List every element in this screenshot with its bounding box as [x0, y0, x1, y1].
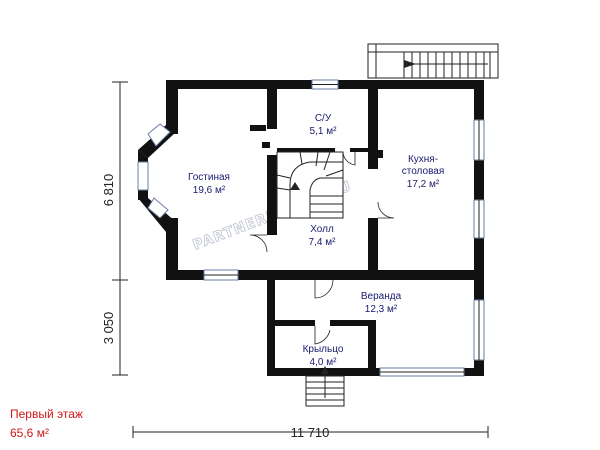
height-veranda-dimension: 3 050: [101, 312, 116, 345]
floor-total-area: 65,6 м²: [10, 426, 49, 440]
porch-steps: [305, 366, 345, 407]
room-veranda-area: 12,3 м²: [365, 304, 398, 315]
door-porch: [314, 326, 331, 345]
room-living-area: 19,6 м²: [193, 185, 226, 196]
interior-stair: [276, 151, 344, 219]
doors: [249, 151, 395, 345]
door-living: [249, 234, 268, 253]
room-kitchen-name-line1: Кухня-: [408, 154, 438, 165]
door-bath: [342, 151, 356, 166]
door-kitchen: [377, 201, 395, 219]
window-bay-upper: [147, 123, 171, 147]
room-bath-area: 5,1 м²: [310, 126, 338, 137]
windows: [137, 79, 485, 377]
window-bay-middle: [137, 161, 149, 191]
room-living-name: Гостиная: [188, 172, 230, 183]
room-hall-name: Холл: [310, 224, 334, 235]
exterior-stair: [367, 43, 499, 79]
room-kitchen-area: 17,2 м²: [407, 179, 440, 190]
room-bath-name: С/У: [315, 113, 332, 124]
height-main-dimension: 6 810: [101, 174, 116, 207]
width-dimension: 11 710: [291, 425, 330, 440]
room-porch-area: 4,0 м²: [310, 357, 338, 368]
floor-title: Первый этаж: [10, 407, 83, 421]
room-porch-name: Крыльцо: [303, 344, 344, 355]
dimension-lines: [112, 81, 489, 438]
room-hall-area: 7,4 м²: [309, 237, 337, 248]
room-labels: Гостиная 19,6 м² С/У 5,1 м² Кухня- столо…: [188, 113, 444, 368]
room-kitchen-name-line2: столовая: [402, 166, 445, 177]
room-veranda-name: Веранда: [361, 291, 402, 302]
door-hall-veranda: [314, 279, 334, 299]
window-bay-lower: [147, 197, 169, 219]
